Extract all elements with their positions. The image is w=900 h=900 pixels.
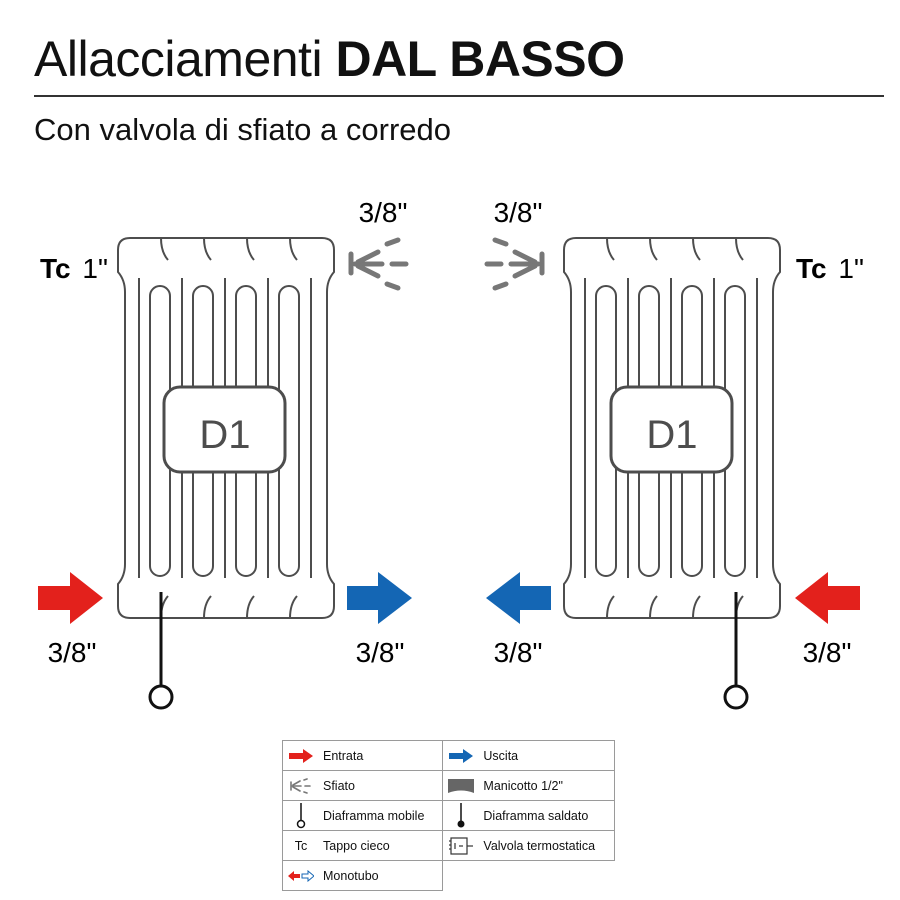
legend-item: Sfiato xyxy=(281,770,444,801)
mobile-diaphragm-icon xyxy=(723,592,749,710)
legend-item: Diaframma saldato xyxy=(442,800,615,831)
legend-item: Diaframma mobile xyxy=(281,800,444,831)
mobile-diaphragm-icon xyxy=(148,592,174,710)
legend-item: Tc Tappo cieco xyxy=(281,830,444,861)
inlet-arrow-icon xyxy=(38,572,103,624)
outlet-size-left: 3/8" xyxy=(356,637,405,668)
badge-right: D1 xyxy=(646,413,697,457)
legend-row: Entrata Uscita xyxy=(281,740,615,771)
vent-size-right: 3/8" xyxy=(494,197,543,228)
legend-label: Tappo cieco xyxy=(323,838,390,853)
legend-item: Entrata xyxy=(281,740,444,771)
title-light: Allacciamenti xyxy=(34,31,323,87)
outlet-arrow-icon xyxy=(347,572,412,624)
badge-frame-right xyxy=(609,385,734,474)
cap-tc-left: Tc xyxy=(40,253,71,284)
radiator-left: D1 xyxy=(117,237,335,619)
inlet-arrow-icon xyxy=(795,572,860,624)
legend-item: Valvola termostatica xyxy=(442,830,615,861)
legend-label: Sfiato xyxy=(323,778,355,793)
legend-item: Uscita xyxy=(442,740,615,771)
thermostatic-valve-icon xyxy=(447,836,475,856)
welded-diaphragm-icon xyxy=(447,802,475,827)
outlet-arrow-icon xyxy=(486,572,551,624)
inlet-size-left: 3/8" xyxy=(48,637,97,668)
legend-item: Monotubo xyxy=(281,860,444,891)
legend-label: Manicotto 1/2" xyxy=(483,778,563,793)
mobile-diaphragm-icon xyxy=(287,802,315,828)
tc-icon: Tc xyxy=(294,838,308,853)
badge-frame-left xyxy=(162,385,287,474)
legend-table: Entrata Uscita Sfiato Manicotto 1/2 xyxy=(281,740,615,891)
legend-row: Sfiato Manicotto 1/2" xyxy=(281,770,615,801)
page-title: Allacciamenti DAL BASSO xyxy=(34,24,625,94)
sleeve-icon xyxy=(447,776,475,796)
vent-size-left: 3/8" xyxy=(359,197,408,228)
title-divider xyxy=(34,95,884,97)
vent-icon xyxy=(484,237,545,291)
cap-label-left: Tc 1" xyxy=(40,253,108,284)
vent-icon xyxy=(287,776,315,796)
vent-icon xyxy=(348,237,409,291)
cap-size-left: 1" xyxy=(82,253,108,284)
legend-label: Monotubo xyxy=(323,868,379,883)
legend-label: Diaframma saldato xyxy=(483,808,589,823)
page-subtitle: Con valvola di sfiato a corredo xyxy=(34,112,452,147)
radiator-right: D1 xyxy=(563,237,781,619)
badge-left: D1 xyxy=(199,413,250,457)
legend-label: Entrata xyxy=(323,748,364,763)
monotube-icon xyxy=(287,866,315,886)
legend-empty-cell xyxy=(443,861,615,891)
legend-label: Uscita xyxy=(483,748,519,763)
inlet-size-right: 3/8" xyxy=(803,637,852,668)
legend-label: Diaframma mobile xyxy=(323,808,425,823)
cap-size-right: 1" xyxy=(838,253,864,284)
legend-item: Manicotto 1/2" xyxy=(442,770,615,801)
legend-row: Tc Tappo cieco Valvola termostatica xyxy=(281,830,615,861)
title-bold: DAL BASSO xyxy=(335,31,625,87)
legend-row: Diaframma mobile Diaframma saldato xyxy=(281,800,615,831)
legend-label: Valvola termostatica xyxy=(483,838,596,853)
cap-label-right: Tc 1" xyxy=(796,253,864,284)
legend-row: Monotubo xyxy=(281,860,615,891)
outlet-size-right: 3/8" xyxy=(494,637,543,668)
cap-tc-right: Tc xyxy=(796,253,827,284)
blue-arrow-icon xyxy=(447,746,475,766)
red-arrow-icon xyxy=(287,746,315,766)
